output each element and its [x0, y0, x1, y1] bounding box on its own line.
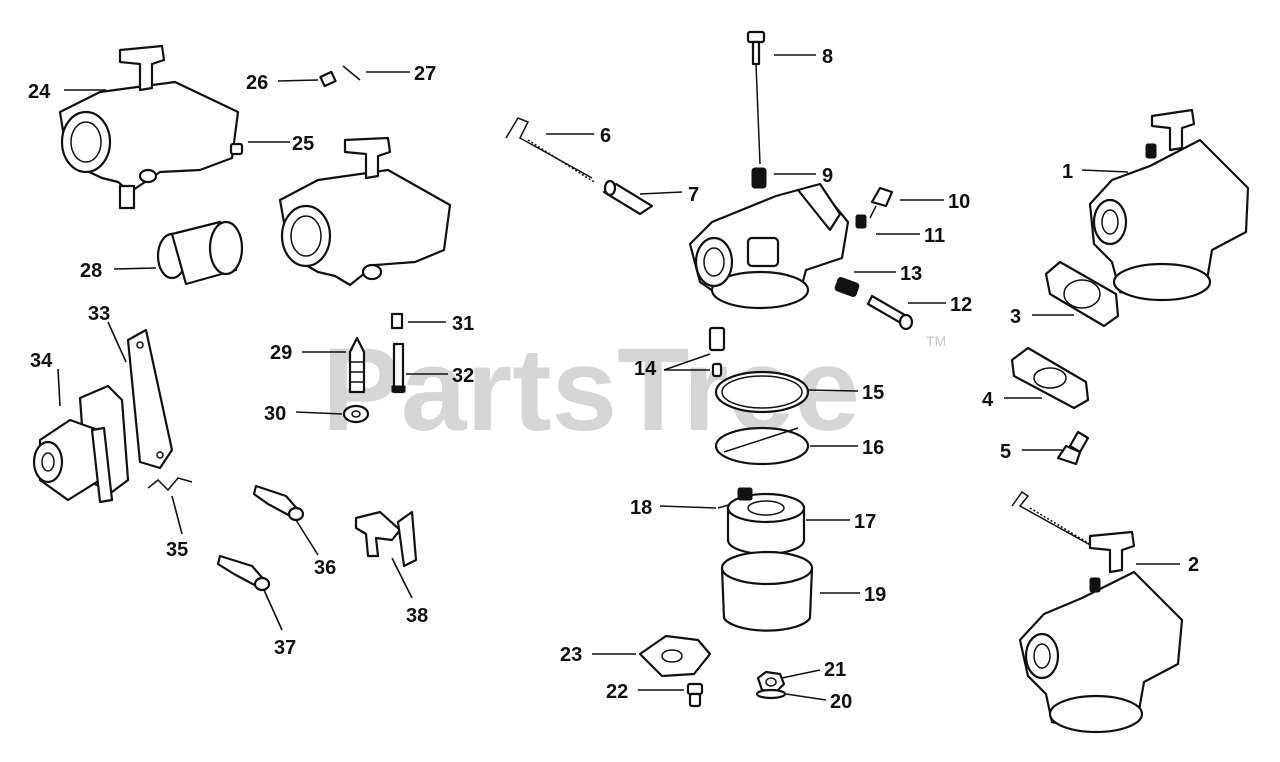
- callout-36: 36: [314, 557, 336, 579]
- callout-15: 15: [862, 382, 884, 404]
- part-4-spacer: [1010, 346, 1090, 410]
- callout-3: 3: [1010, 306, 1021, 328]
- callout-18: 18: [630, 497, 652, 519]
- callout-5: 5: [1000, 441, 1011, 463]
- part-6-rod: [505, 117, 595, 183]
- part-8-shaft: [746, 30, 766, 165]
- part-1-carburetor-assembly: [1088, 108, 1250, 302]
- callout-labels: 1 2 3 4 5 6 7 8 9 10 11 12 13 14 15 16 1…: [28, 46, 1199, 713]
- part-33-gasket: [126, 328, 174, 470]
- callout-11: 11: [924, 225, 945, 247]
- part-16-gasket: [714, 426, 810, 466]
- part-13-spring: [834, 277, 860, 297]
- part-2-carburetor-assembly: [1011, 490, 1184, 734]
- callout-4: 4: [982, 389, 994, 411]
- part-37-fitting: [216, 554, 271, 592]
- callout-29: 29: [270, 342, 292, 364]
- part-3-gasket: [1044, 260, 1120, 328]
- callout-24: 24: [28, 81, 51, 103]
- part-23-gasket: [638, 634, 712, 678]
- callout-26: 26: [246, 72, 268, 94]
- callout-27: 27: [414, 63, 436, 85]
- part-24-carburetor-body: [58, 44, 240, 210]
- part-carburetor-body-alt: [278, 136, 452, 287]
- callout-30: 30: [264, 403, 286, 425]
- part-17-float: [726, 487, 806, 556]
- callout-16: 16: [862, 437, 884, 459]
- part-35-clip: [147, 477, 193, 492]
- part-38-valve: [354, 510, 418, 568]
- callout-31: 31: [452, 313, 474, 335]
- callout-32: 32: [452, 365, 474, 387]
- part-22-plug: [686, 682, 704, 708]
- callout-35: 35: [166, 539, 188, 561]
- callout-20: 20: [830, 691, 852, 713]
- callout-13: 13: [900, 263, 922, 285]
- callout-23: 23: [560, 644, 582, 666]
- callout-14: 14: [634, 358, 657, 380]
- leader-lines: [57, 54, 1180, 701]
- part-36-fitting: [252, 484, 305, 522]
- callout-34: 34: [30, 350, 53, 372]
- part-carburetor-main-body: [688, 182, 850, 310]
- part-26-spring: [319, 70, 337, 88]
- part-15-oring: [714, 370, 810, 414]
- part-14-jet: [708, 326, 726, 378]
- callout-7: 7: [688, 184, 699, 206]
- part-32-screw: [391, 342, 406, 394]
- part-5-bolt: [1056, 430, 1090, 466]
- callout-12: 12: [950, 294, 972, 316]
- part-10-screw: [869, 186, 894, 219]
- callout-1: 1: [1062, 161, 1073, 183]
- part-9-spring: [751, 167, 767, 189]
- callout-2: 2: [1188, 554, 1199, 576]
- callout-10: 10: [948, 191, 970, 213]
- part-25-plug: [229, 142, 244, 156]
- part-27-screw: [342, 65, 361, 81]
- callout-9: 9: [822, 165, 833, 187]
- part-12-screw: [866, 294, 914, 331]
- part-7-pin: [602, 179, 654, 216]
- part-11-spring: [855, 214, 867, 229]
- callout-28: 28: [80, 260, 102, 282]
- watermark-trademark: TM: [926, 333, 946, 349]
- part-30-nut: [342, 404, 370, 424]
- callout-22: 22: [606, 681, 628, 703]
- callout-33: 33: [88, 303, 110, 325]
- part-19-bowl: [720, 550, 814, 632]
- part-29-needle: [348, 336, 366, 394]
- callout-21: 21: [824, 659, 846, 681]
- callout-37: 37: [274, 637, 296, 659]
- callout-25: 25: [292, 133, 314, 155]
- callout-6: 6: [600, 125, 611, 147]
- callout-17: 17: [854, 511, 876, 533]
- part-31-spring: [390, 312, 404, 330]
- part-20-washer: [755, 688, 787, 700]
- callout-38: 38: [406, 605, 428, 627]
- callout-8: 8: [822, 46, 833, 68]
- part-34-housing: [32, 384, 130, 504]
- callout-19: 19: [864, 584, 886, 606]
- part-28-venturi: [156, 220, 244, 286]
